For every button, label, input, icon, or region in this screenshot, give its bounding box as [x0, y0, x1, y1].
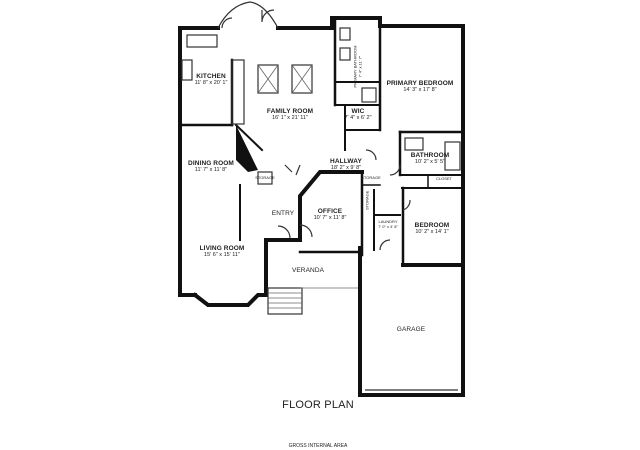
room-dims: 14' 3" x 17' 8": [403, 87, 437, 94]
room-bedroom: BEDROOM 10' 2" x 14' 1": [415, 222, 450, 236]
room-office: OFFICE 10' 7" x 11' 8": [314, 208, 347, 222]
room-name: STORAGE: [255, 175, 275, 180]
room-dims: 10' 7" x 11' 8": [313, 215, 347, 222]
room-storage-laundry: STORAGE: [364, 190, 371, 211]
room-name: HALLWAY: [330, 158, 362, 165]
room-dims: 16' 1" x 21' 11": [272, 115, 308, 122]
room-dims: 7' 0" x 4' 8": [378, 223, 398, 229]
room-name: GARAGE: [396, 326, 426, 333]
veranda-stairs: [267, 287, 358, 315]
room-kitchen: KITCHEN 11' 8" x 20' 1": [195, 73, 228, 87]
room-dims: 18' 2" x 9' 8": [330, 165, 362, 172]
room-closet: CLOSET: [435, 176, 453, 182]
room-living-room: LIVING ROOM 15' 6" x 15' 11": [200, 245, 245, 259]
room-garage: GARAGE: [397, 326, 425, 333]
plan-subtitle: GROSS INTERNAL AREA: [288, 443, 348, 449]
bay-window-top: [217, 1, 279, 29]
skylights: [257, 64, 313, 94]
room-name: WIC: [351, 108, 365, 115]
room-name: STORAGE: [364, 190, 370, 211]
room-name: STORAGE: [361, 175, 381, 180]
room-name: LAUNDRY: [378, 219, 398, 224]
room-name: VERANDA: [291, 267, 325, 274]
room-name: BATHROOM: [410, 152, 450, 159]
room-dims: 11' 7" x 11' 8": [194, 167, 228, 174]
room-dims: 10' 2" x 5' 5": [414, 159, 446, 166]
fireplace-icon: [236, 125, 258, 172]
room-name: PRIMARY BEDROOM: [386, 80, 454, 87]
room-dims: 7' 4" x 6' 2": [344, 115, 372, 122]
room-name: FAMILY ROOM: [266, 108, 314, 115]
room-hallway: HALLWAY 18' 2" x 9' 8": [330, 158, 362, 172]
room-storage-hall: STORAGE: [361, 175, 381, 181]
plan-title: FLOOR PLAN: [282, 399, 354, 411]
room-dining-room: DINING ROOM 11' 7" x 11' 8": [188, 160, 234, 174]
room-name: ENTRY: [271, 210, 295, 217]
room-family-room: FAMILY ROOM 16' 1" x 21' 11": [267, 108, 313, 122]
room-veranda: VERANDA: [292, 267, 324, 274]
room-name: CLOSET: [435, 176, 453, 181]
room-laundry: LAUNDRY 7' 0" x 4' 8": [378, 219, 398, 229]
room-name: DINING ROOM: [188, 160, 234, 167]
room-name: LIVING ROOM: [199, 245, 245, 252]
room-dims: 11' 8" x 20' 1": [194, 80, 228, 87]
room-name: KITCHEN: [196, 73, 226, 80]
room-dims: 15' 6" x 15' 11": [204, 252, 240, 259]
exterior-walls: [178, 16, 465, 397]
room-wic: WIC 7' 4" x 6' 2": [344, 108, 371, 122]
room-dims: 10' 2" x 14' 1": [415, 229, 449, 236]
room-primary-bathroom: PRIMARY BATHROOM 7' 4" x 11' 7": [352, 46, 362, 88]
doors: [221, 9, 411, 251]
room-name: BEDROOM: [414, 222, 450, 229]
fixtures: [231, 27, 461, 171]
room-storage-entry: STORAGE: [255, 175, 275, 181]
room-dims: 7' 4" x 11' 7": [357, 55, 362, 78]
room-entry: ENTRY: [272, 210, 294, 217]
room-primary-bedroom: PRIMARY BEDROOM 14' 3" x 17' 8": [387, 80, 454, 94]
room-bathroom: BATHROOM 10' 2" x 5' 5": [411, 152, 450, 166]
room-name: OFFICE: [317, 208, 343, 215]
